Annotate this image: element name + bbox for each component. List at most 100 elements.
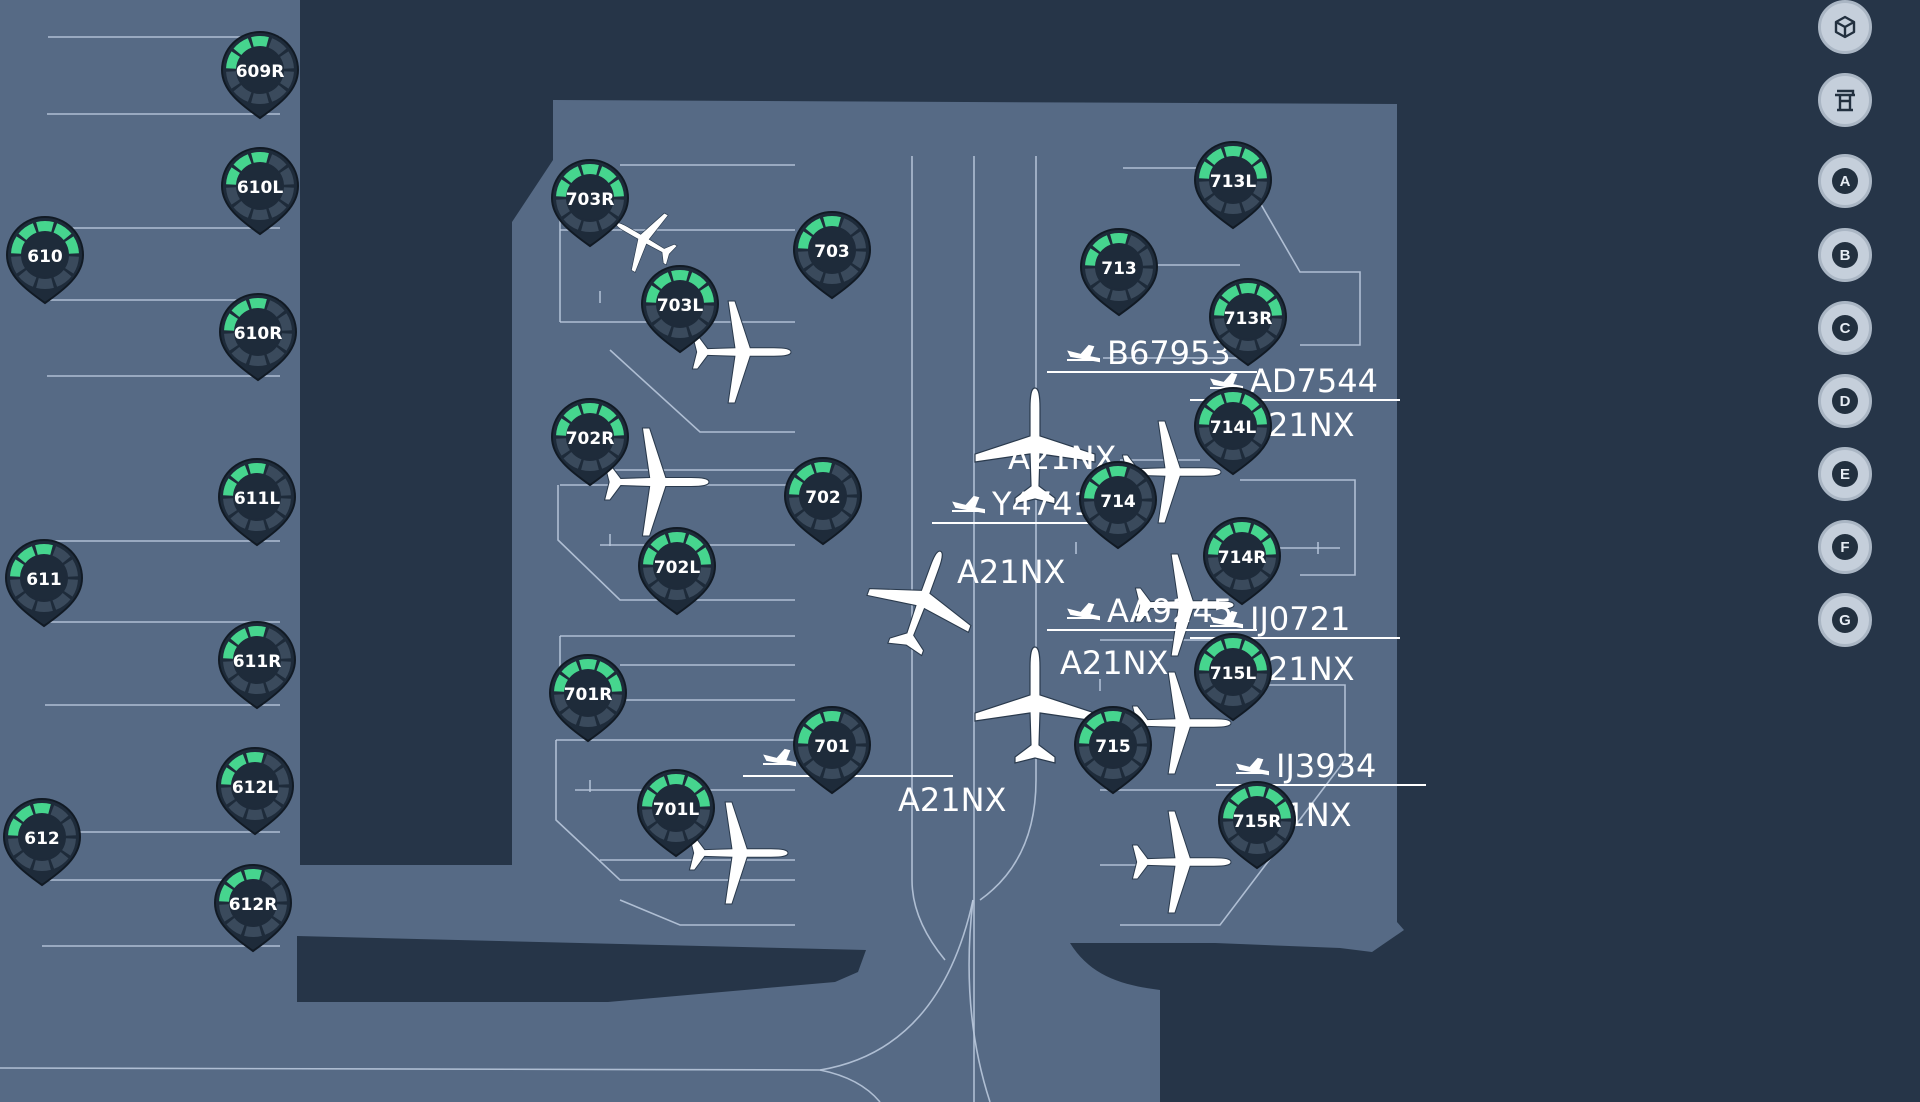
stand-label: 715R <box>1233 812 1282 832</box>
stand-label: 701R <box>564 685 613 705</box>
aircraft-icon[interactable] <box>1131 810 1232 914</box>
aircraft-icon[interactable] <box>600 195 688 284</box>
stand-marker[interactable]: 703 <box>792 211 872 300</box>
departure-icon <box>1067 344 1100 363</box>
stand-label: 703 <box>814 242 850 262</box>
taxi-line <box>1120 684 1346 926</box>
stand-marker[interactable]: 611L <box>217 458 297 547</box>
aircraft-type: 21NX <box>1268 406 1355 444</box>
aircraft-icon[interactable] <box>974 646 1096 764</box>
stand-marker[interactable]: 715 <box>1073 706 1153 795</box>
aircraft-type: A21NX <box>1060 644 1168 682</box>
sidebar-button-terminal-view[interactable] <box>1818 73 1872 127</box>
stand-label: 714R <box>1218 548 1267 568</box>
stand-marker[interactable]: 714L <box>1193 387 1273 476</box>
sidebar-button-zone-e[interactable]: E <box>1818 447 1872 501</box>
taxi-line <box>968 899 991 1102</box>
stand-label: 702 <box>805 488 841 508</box>
taxi-line <box>619 899 795 926</box>
taxi-line <box>979 156 1037 901</box>
stand-marker[interactable]: 609R <box>220 31 300 120</box>
sidebar-button-zone-d[interactable]: D <box>1818 374 1872 428</box>
departure-icon <box>1236 757 1269 776</box>
stand-label: 715L <box>1210 664 1256 684</box>
stand-marker[interactable]: 713 <box>1079 228 1159 317</box>
stand-marker[interactable]: 702 <box>783 457 863 546</box>
zone-letter: E <box>1832 461 1858 487</box>
stand-marker[interactable]: 610 <box>5 216 85 305</box>
stand-label: 609R <box>236 62 285 82</box>
stand-marker[interactable]: 611 <box>4 539 84 628</box>
sidebar-button-zone-g[interactable]: G <box>1818 593 1872 647</box>
taxi-line <box>1240 479 1356 576</box>
departure-icon <box>952 495 985 514</box>
stand-marker[interactable]: 702R <box>550 398 630 487</box>
aircraft-icon[interactable] <box>1134 553 1235 657</box>
stand-marker[interactable]: 611R <box>217 621 297 710</box>
stand-marker[interactable]: 701R <box>548 654 628 743</box>
stand-marker[interactable]: 612R <box>213 864 293 953</box>
aircraft-icon[interactable] <box>974 387 1096 505</box>
zone-letter: A <box>1832 168 1858 194</box>
zone-letter: C <box>1832 315 1858 341</box>
sidebar-button-zone-f[interactable]: F <box>1818 520 1872 574</box>
stand-marker[interactable]: 612L <box>215 747 295 836</box>
stand-markers-layer: 609R 610L 610 610R 611L 611 611R 612L 612 612R 703… <box>2 31 1297 953</box>
stand-label: 701L <box>653 800 699 820</box>
stand-marker[interactable]: 703L <box>640 265 720 354</box>
zone-letter: D <box>1832 388 1858 414</box>
taxi-line <box>819 1069 881 1102</box>
flight-code: B67953 <box>1107 334 1231 372</box>
stand-label: 714L <box>1210 418 1256 438</box>
taxi-line <box>0 899 974 1071</box>
aircraft-type: 21NX <box>1268 650 1355 688</box>
stand-marker[interactable]: 713R <box>1208 278 1288 367</box>
stand-marker[interactable]: 715R <box>1217 781 1297 870</box>
aircraft-icon[interactable] <box>603 427 710 537</box>
stand-label: 713 <box>1101 259 1137 279</box>
sidebar-button-zone-c[interactable]: C <box>1818 301 1872 355</box>
flight-label[interactable]: IJ0721 21NX <box>1190 600 1400 688</box>
stand-marker[interactable]: 713L <box>1193 141 1273 230</box>
stand-marker[interactable]: 703R <box>550 159 630 248</box>
stand-label: 610 <box>27 247 63 267</box>
stand-marker[interactable]: 701L <box>636 769 716 858</box>
stand-label: 713L <box>1210 172 1256 192</box>
aircraft-type: A21NX <box>957 553 1065 591</box>
flight-code: IJ0721 <box>1250 600 1350 638</box>
sidebar-button-zone-b[interactable]: B <box>1818 228 1872 282</box>
aircraft-type: A21NX <box>898 781 1006 819</box>
flight-code: AA9245 <box>1107 592 1233 630</box>
sidebar-button-3d-view[interactable] <box>1818 0 1872 54</box>
stand-label: 714 <box>1100 492 1136 512</box>
taxi-line <box>609 349 795 433</box>
zone-letter: F <box>1832 534 1858 560</box>
stand-label: 713R <box>1224 309 1273 329</box>
taxi-line <box>911 156 946 961</box>
aircraft-icon[interactable] <box>688 801 789 905</box>
aircraft-layer <box>600 195 1235 914</box>
stand-marker[interactable]: 701 <box>792 706 872 795</box>
stand-marker[interactable]: 715L <box>1193 633 1273 722</box>
stand-label: 701 <box>814 737 850 757</box>
taxi-line <box>557 485 795 601</box>
stand-marker[interactable]: 610L <box>220 147 300 236</box>
terminal-icon <box>1832 87 1858 113</box>
sidebar-button-zone-a[interactable]: A <box>1818 154 1872 208</box>
stand-marker[interactable]: 714R <box>1202 517 1282 606</box>
building-block <box>297 936 866 1002</box>
stand-marker[interactable]: 610R <box>218 293 298 382</box>
stand-label: 612R <box>229 895 278 915</box>
stand-marker[interactable]: 702L <box>637 527 717 616</box>
stand-marker[interactable]: 612 <box>2 798 82 887</box>
aircraft-icon[interactable] <box>854 533 991 668</box>
aircraft-icon[interactable] <box>691 300 792 404</box>
departure-icon <box>1067 602 1100 621</box>
stand-marker[interactable]: 714 <box>1078 461 1158 550</box>
stand-label: 702R <box>566 429 615 449</box>
taxi-line <box>555 740 795 881</box>
